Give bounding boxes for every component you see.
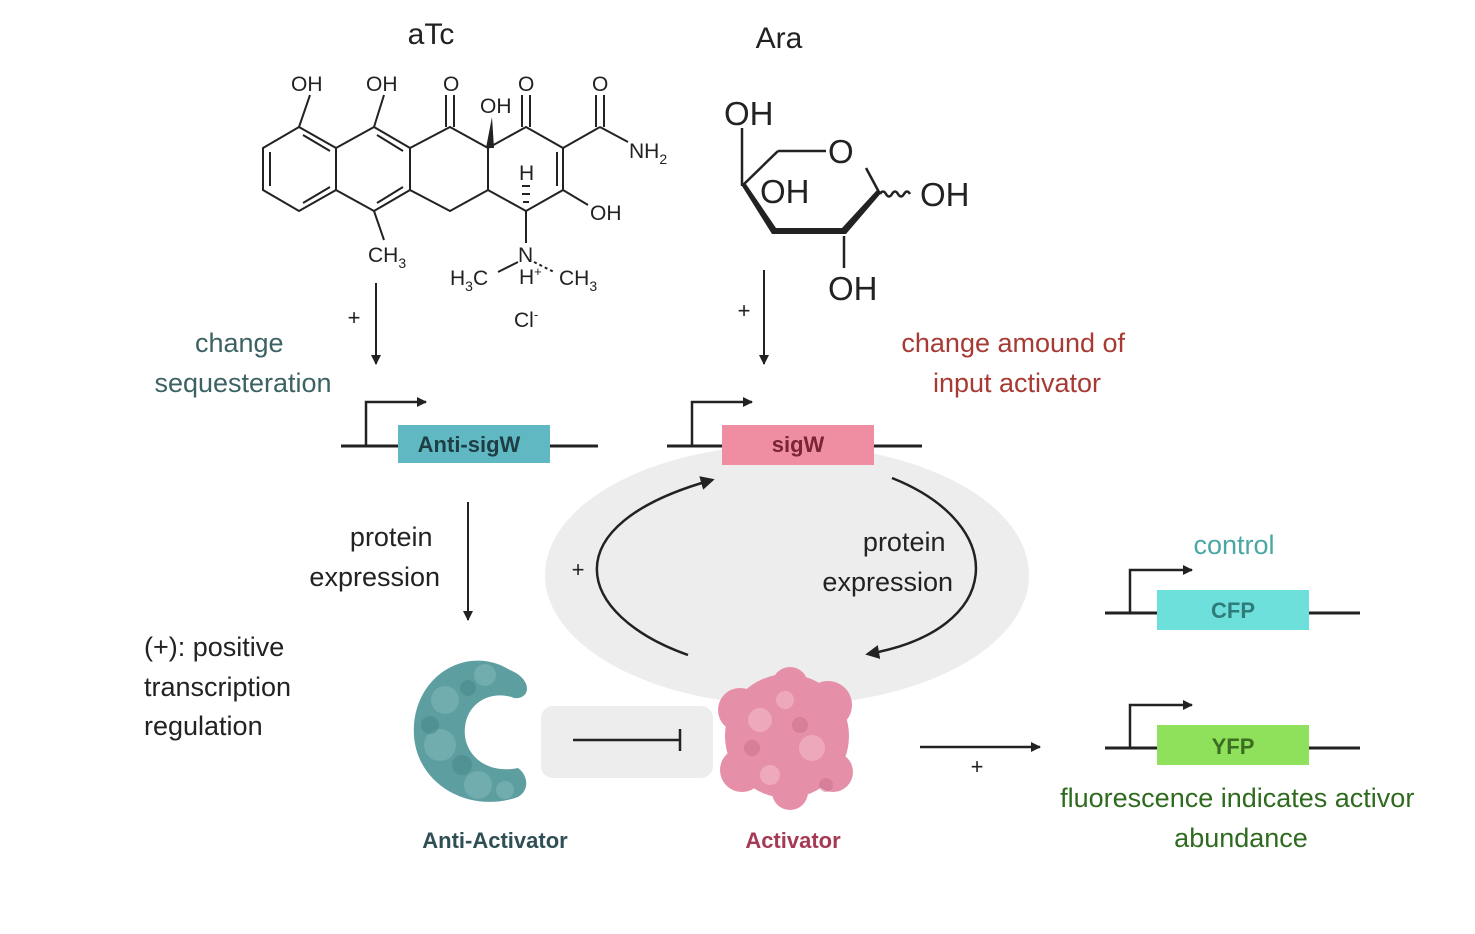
atc-o-3: O <box>592 73 608 96</box>
anti-sigw-label: Anti-sigW <box>418 432 521 457</box>
atc-cl-sup: - <box>534 307 538 322</box>
ara-oh-top: OH <box>724 95 774 132</box>
atc-title: aTc <box>408 18 455 51</box>
atc-ch3-sub: 3 <box>398 255 406 271</box>
cfp-label: CFP <box>1211 598 1255 623</box>
sigw-gene: sigW <box>667 397 922 465</box>
positive-regulation-line-3: regulation <box>144 711 263 741</box>
change-sequesteration-line-2: sequesteration <box>154 368 331 398</box>
atc-oh-2: OH <box>366 73 398 96</box>
atc-oh-4: OH <box>590 202 622 225</box>
sigw-label: sigW <box>772 432 825 457</box>
change-amount-label: change amound of input activator <box>901 328 1132 398</box>
atc-oh-1: OH <box>291 73 323 96</box>
atc-ch3b-sub: 3 <box>589 278 597 294</box>
atc-nh-sup: + <box>534 264 542 279</box>
atc-nh2: NH2 <box>629 140 667 167</box>
change-amount-line-2: input activator <box>933 368 1101 398</box>
inhibition-box <box>541 706 713 778</box>
anti-sigw-gene: Anti-sigW <box>341 397 598 463</box>
positive-regulation-legend: (+): positive transcription regulation <box>144 632 299 741</box>
control-label: control <box>1193 530 1274 560</box>
anti-activator-label: Anti-Activator <box>422 828 568 853</box>
atc-plus-sign: + <box>348 305 361 330</box>
positive-feedback-arrow <box>595 476 715 657</box>
ara-molecule <box>740 128 912 268</box>
atc-n: N <box>518 244 533 267</box>
ara-oh-bottom: OH <box>828 270 878 307</box>
atc-nh-base: H <box>519 266 534 289</box>
protein-expression-right-label: protein expression <box>822 527 953 597</box>
fluorescence-note: fluorescence indicates activor abundance <box>1060 783 1422 853</box>
protein-expression-left-line-1: protein <box>350 522 433 552</box>
atc-wedge-bond <box>486 117 494 148</box>
yfp-box <box>1157 725 1309 765</box>
protein-expression-left-line-2: expression <box>309 562 440 592</box>
atc-h3c-c: C <box>473 267 488 290</box>
anti-activator-protein <box>413 660 527 802</box>
atc-nh2-base: NH <box>629 140 659 163</box>
atc-cl-base: Cl <box>514 309 534 332</box>
atc-o-2: O <box>518 73 534 96</box>
sigw-box <box>722 425 874 465</box>
atc-h3c-h: H <box>450 267 465 290</box>
change-sequesteration-label: change sequesteration <box>154 328 331 398</box>
atc-oh-3: OH <box>480 95 512 118</box>
positive-regulation-line-2: transcription <box>144 672 291 702</box>
protein-expression-right-line-2: expression <box>822 567 953 597</box>
atc-nh: H+ <box>519 264 542 289</box>
ara-o-ring: O <box>828 133 854 170</box>
atc-hash-bond <box>522 185 530 203</box>
feedback-plus-sign: + <box>572 557 585 582</box>
ara-title: Ara <box>756 22 803 55</box>
atc-cl: Cl- <box>514 307 538 332</box>
atc-ch3: CH3 <box>368 244 406 271</box>
cfp-gene: CFP <box>1105 565 1360 630</box>
change-sequesteration-line-1: change <box>195 328 284 358</box>
ara-oh-mid: OH <box>760 173 810 210</box>
activator-expression-arrow <box>865 476 978 659</box>
anti-sigw-box <box>398 425 550 463</box>
activator-protein <box>718 667 853 810</box>
yfp-label: YFP <box>1212 734 1255 759</box>
fluorescence-note-line-1: fluorescence indicates activor <box>1060 783 1414 813</box>
ara-oh-right: OH <box>920 176 970 213</box>
atc-molecule <box>262 94 629 273</box>
yfp-gene: YFP <box>1105 700 1360 765</box>
atc-ch3-base: CH <box>368 244 398 267</box>
fluorescence-note-line-2: abundance <box>1174 823 1308 853</box>
yfp-plus-sign: + <box>971 754 984 779</box>
atc-ch3-b: CH3 <box>559 267 597 294</box>
ara-plus-sign: + <box>738 298 751 323</box>
positive-regulation-line-1: (+): positive <box>144 632 284 662</box>
protein-expression-right-line-1: protein <box>863 527 946 557</box>
atc-h3c: H3C <box>450 267 488 294</box>
atc-nh2-sub: 2 <box>659 151 667 167</box>
change-amount-line-1: change amound of <box>901 328 1125 358</box>
atc-ch3b-base: CH <box>559 267 589 290</box>
atc-o-1: O <box>443 73 459 96</box>
atc-h3c-sub: 3 <box>465 278 473 294</box>
protein-expression-left-label: protein expression <box>309 522 440 592</box>
cfp-box <box>1157 590 1309 630</box>
atc-h: H <box>519 162 534 185</box>
activator-label: Activator <box>745 828 841 853</box>
feedback-loop-background <box>545 445 1029 705</box>
